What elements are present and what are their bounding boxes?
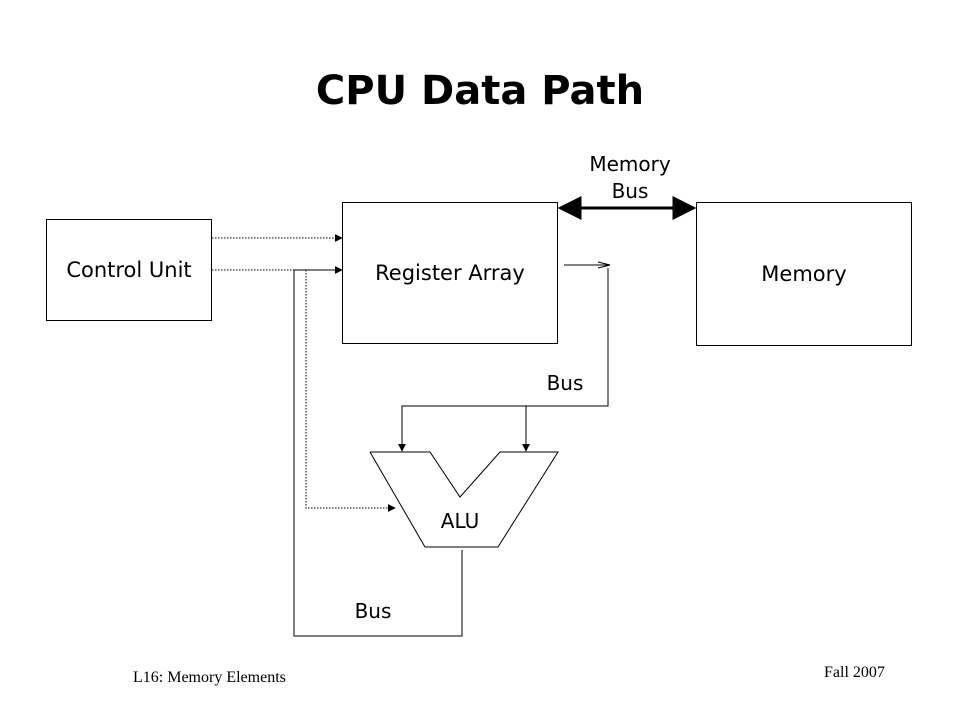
upper-bus-label: Bus xyxy=(546,371,584,395)
footer-left: L16: Memory Elements xyxy=(133,669,286,686)
register-array-label: Register Array xyxy=(375,261,525,285)
alu-label: ALU xyxy=(440,509,480,533)
memory-bus-label-line1: Memory xyxy=(589,152,671,176)
control-unit-label: Control Unit xyxy=(66,258,192,282)
memory-box: Memory xyxy=(696,202,912,346)
memory-label: Memory xyxy=(761,262,847,286)
footer-right: Fall 2007 xyxy=(824,664,885,681)
register-array-box: Register Array xyxy=(342,202,558,344)
lower-bus-label: Bus xyxy=(354,599,392,623)
slide-title: CPU Data Path xyxy=(315,68,645,114)
alu-shape xyxy=(369,451,559,548)
memory-bus-label-line2: Bus xyxy=(611,179,649,203)
control-unit-box: Control Unit xyxy=(46,219,212,321)
memory-bus-label: Memory Bus xyxy=(570,151,690,205)
register-output-arrow xyxy=(597,261,611,269)
lower-bus xyxy=(293,269,463,637)
upper-bus xyxy=(398,268,609,452)
control-line-to-alu xyxy=(305,270,396,512)
